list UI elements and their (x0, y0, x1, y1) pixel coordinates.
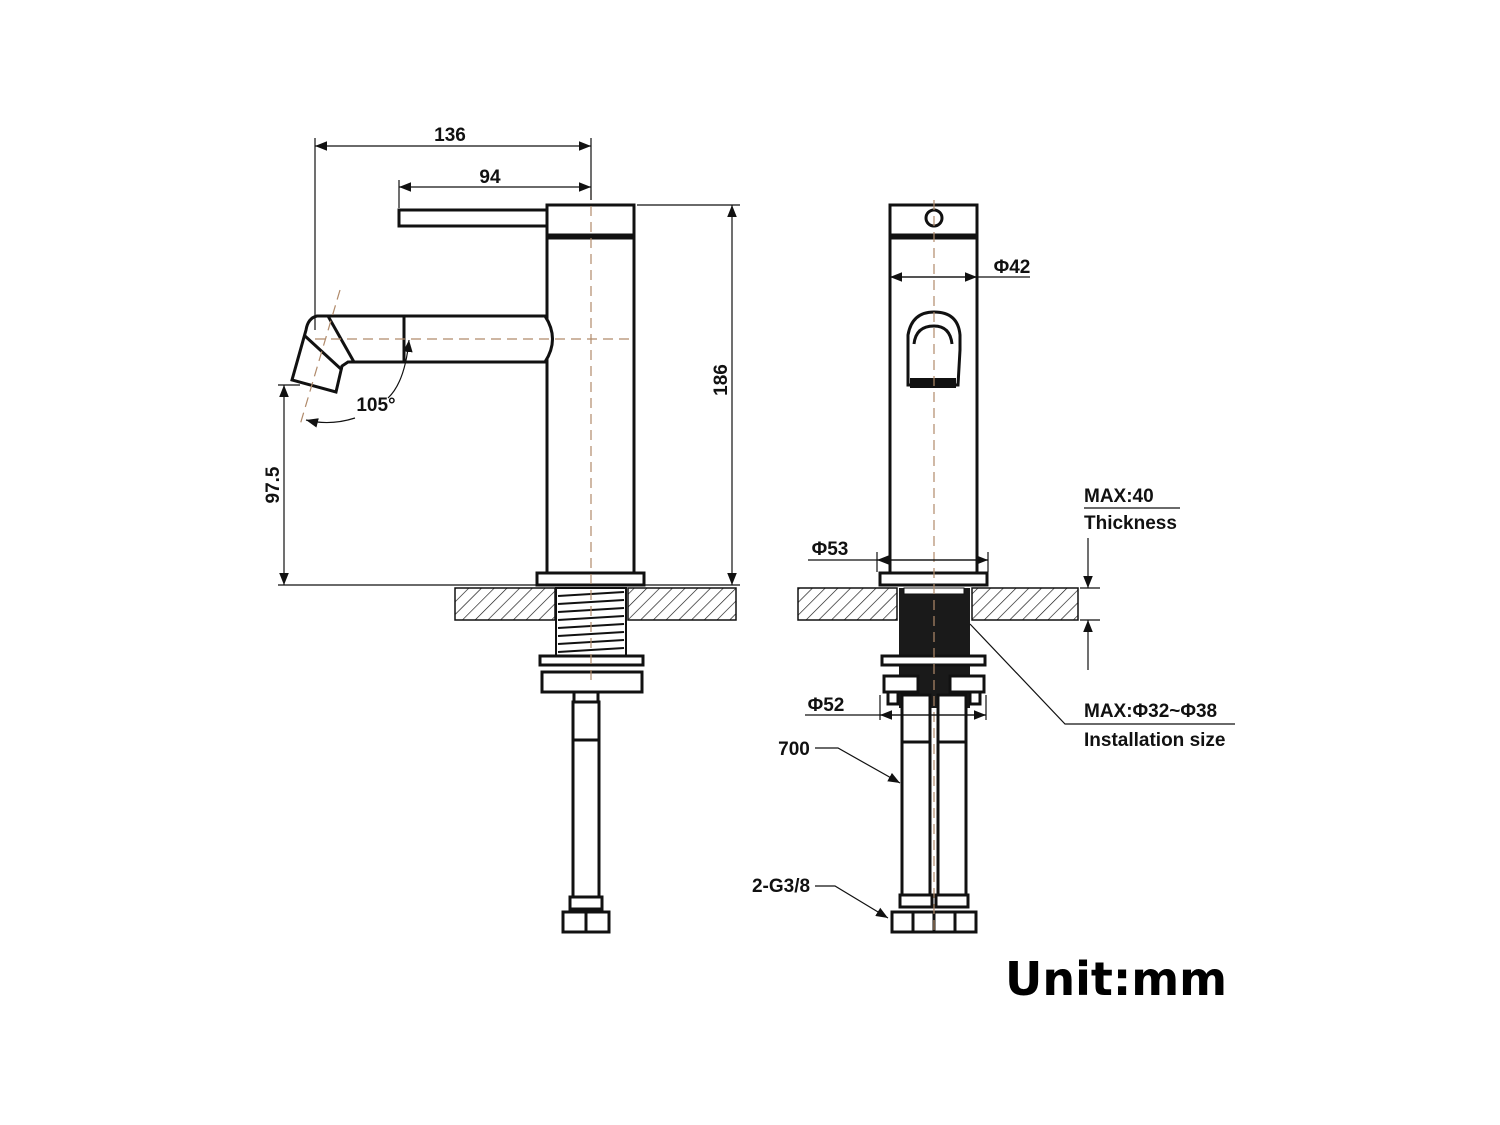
dim-hose-length: 700 (778, 739, 810, 760)
note-thickness-max: MAX:40 (1084, 486, 1154, 507)
note-thickness-label: Thickness (1084, 513, 1177, 534)
countertop-left (454, 587, 556, 621)
note-install-max: MAX:Φ32~Φ38 (1084, 701, 1217, 722)
spout (290, 314, 554, 394)
mounting-nut (540, 670, 644, 694)
lever-handle (397, 208, 549, 228)
countertop-left (797, 587, 898, 621)
dim-spout-height: 97.5 (263, 466, 284, 503)
countertop-right (627, 587, 737, 621)
dim-rotation-angle: 105° (356, 395, 395, 416)
dim-overall-reach: 136 (434, 125, 466, 146)
dim-base-diameter: Φ53 (812, 539, 849, 560)
dim-height: 186 (711, 364, 732, 396)
countertop-right (971, 587, 1079, 621)
dim-body-diameter: Φ42 (994, 257, 1031, 278)
front-view: Φ42 Φ53 Φ52 700 2-G3/8 MAX:40 Thickness … (752, 200, 1235, 935)
hose-left (900, 693, 932, 897)
dim-nut-diameter: Φ52 (808, 695, 845, 716)
dim-handle-reach: 94 (479, 167, 501, 188)
dim-connection: 2-G3/8 (752, 876, 810, 897)
hose-right (936, 693, 968, 897)
side-view: 136 94 186 97.5 105° (263, 125, 740, 934)
unit-label: Unit:mm (1005, 952, 1227, 1006)
note-install-label: Installation size (1084, 730, 1225, 751)
hose (571, 700, 601, 899)
